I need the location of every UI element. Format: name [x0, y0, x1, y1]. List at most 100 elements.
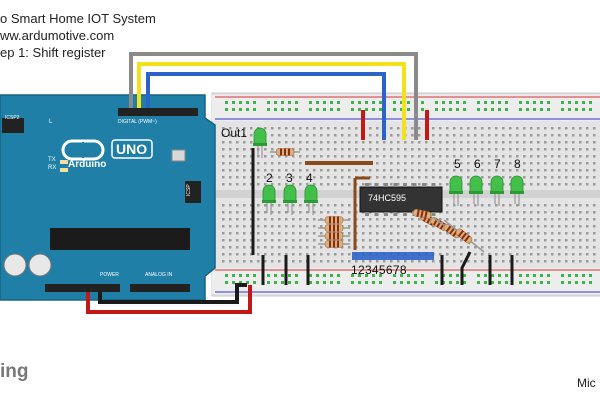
- hole: [383, 169, 386, 172]
- hole: [456, 281, 459, 284]
- hole: [586, 169, 589, 172]
- hole: [491, 108, 494, 111]
- hole: [358, 108, 361, 111]
- hole: [341, 211, 344, 214]
- hole: [523, 260, 526, 263]
- hole: [516, 260, 519, 263]
- hole: [348, 211, 351, 214]
- hole: [425, 141, 428, 144]
- hole: [222, 134, 225, 137]
- hole: [267, 108, 270, 111]
- hole: [572, 148, 575, 151]
- hole: [323, 274, 326, 277]
- hole: [320, 260, 323, 263]
- hole: [243, 218, 246, 221]
- hole: [418, 218, 421, 221]
- hole: [481, 232, 484, 235]
- hole: [446, 253, 449, 256]
- hole: [334, 176, 337, 179]
- hole: [551, 183, 554, 186]
- hole: [376, 127, 379, 130]
- resistor-stripe: [288, 148, 290, 156]
- hole: [330, 108, 333, 111]
- hole: [222, 169, 225, 172]
- hole: [488, 134, 491, 137]
- hole: [393, 274, 396, 277]
- hole: [271, 134, 274, 137]
- hole: [432, 232, 435, 235]
- hole: [481, 239, 484, 242]
- hole: [278, 183, 281, 186]
- hole: [491, 274, 494, 277]
- hole: [586, 225, 589, 228]
- hole: [432, 176, 435, 179]
- hole: [488, 218, 491, 221]
- hole: [418, 127, 421, 130]
- hole: [271, 176, 274, 179]
- hole: [285, 162, 288, 165]
- hole: [572, 253, 575, 256]
- hole: [292, 141, 295, 144]
- hole: [561, 274, 564, 277]
- hole: [411, 155, 414, 158]
- resistor-stripe: [337, 224, 339, 232]
- hole: [229, 232, 232, 235]
- hole: [397, 162, 400, 165]
- hole: [383, 260, 386, 263]
- hole: [446, 260, 449, 263]
- hole: [474, 246, 477, 249]
- hole: [516, 162, 519, 165]
- led-icon: [510, 175, 524, 206]
- hole: [337, 274, 340, 277]
- shift-register-chip: [359, 186, 443, 213]
- leds: [253, 127, 524, 215]
- hole: [488, 232, 491, 235]
- hole: [432, 148, 435, 151]
- hole: [229, 204, 232, 207]
- hole: [271, 204, 274, 207]
- hole: [551, 246, 554, 249]
- hole: [222, 155, 225, 158]
- hole: [257, 162, 260, 165]
- power-header: [45, 284, 120, 292]
- hole: [313, 134, 316, 137]
- hole: [264, 260, 267, 263]
- hole: [278, 253, 281, 256]
- hole: [306, 148, 309, 151]
- hole: [453, 134, 456, 137]
- hole: [334, 148, 337, 151]
- hole: [264, 183, 267, 186]
- hole: [383, 176, 386, 179]
- hole: [593, 155, 596, 158]
- hole: [509, 169, 512, 172]
- hole: [327, 204, 330, 207]
- hole: [425, 162, 428, 165]
- hole: [236, 176, 239, 179]
- led-icon: [253, 127, 267, 158]
- hole: [264, 232, 267, 235]
- hole: [544, 155, 547, 158]
- hole: [306, 127, 309, 130]
- hole: [432, 169, 435, 172]
- hole: [243, 211, 246, 214]
- hole: [540, 281, 543, 284]
- hole: [292, 260, 295, 263]
- icsp-label: ICSP: [186, 184, 192, 196]
- hole: [411, 260, 414, 263]
- resistor: [443, 219, 485, 253]
- hole: [516, 232, 519, 235]
- hole: [488, 246, 491, 249]
- hole: [572, 204, 575, 207]
- hole: [362, 225, 365, 228]
- hole: [474, 141, 477, 144]
- hole: [271, 183, 274, 186]
- hole: [376, 246, 379, 249]
- hole: [551, 162, 554, 165]
- hole: [383, 239, 386, 242]
- hole: [369, 232, 372, 235]
- resistor-stripe: [333, 224, 335, 232]
- hole: [285, 246, 288, 249]
- hole: [369, 134, 372, 137]
- hole: [323, 281, 326, 284]
- hole: [523, 141, 526, 144]
